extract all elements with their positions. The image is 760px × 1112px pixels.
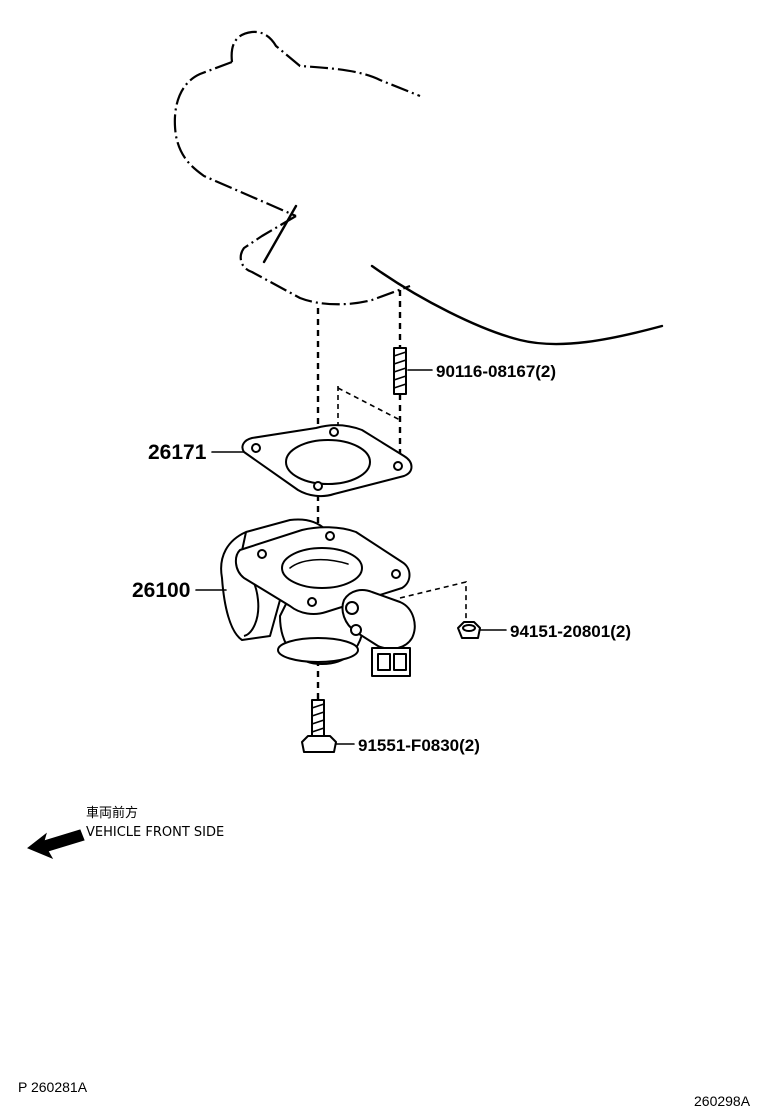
- front-direction-jp-label: 車両前方: [86, 805, 138, 821]
- gasket-part: [241, 424, 413, 498]
- nut-part-number: 94151-20801(2): [510, 622, 631, 641]
- throttle-body-part-number: 26100: [132, 579, 190, 602]
- nut-part: [457, 621, 481, 639]
- bolt-part: [301, 699, 337, 753]
- gasket-part-number: 26171: [148, 441, 207, 464]
- front-arrow-icon: [27, 829, 85, 860]
- throttle-body-part: [220, 518, 416, 677]
- stud-part-number: 90116-08167(2): [436, 362, 556, 381]
- front-direction-en-label: VEHICLE FRONT SIDE: [86, 825, 224, 840]
- stud-part: [393, 347, 407, 395]
- right-figure-code: 260298A: [694, 1093, 751, 1109]
- bolt-part-number: 91551-F0830(2): [358, 736, 480, 755]
- intake-manifold-outline: [173, 30, 664, 346]
- leader-lines: [195, 369, 507, 745]
- left-figure-code: P 260281A: [18, 1079, 88, 1095]
- front-direction-indicator: 車両前方 VEHICLE FRONT SIDE: [27, 805, 224, 860]
